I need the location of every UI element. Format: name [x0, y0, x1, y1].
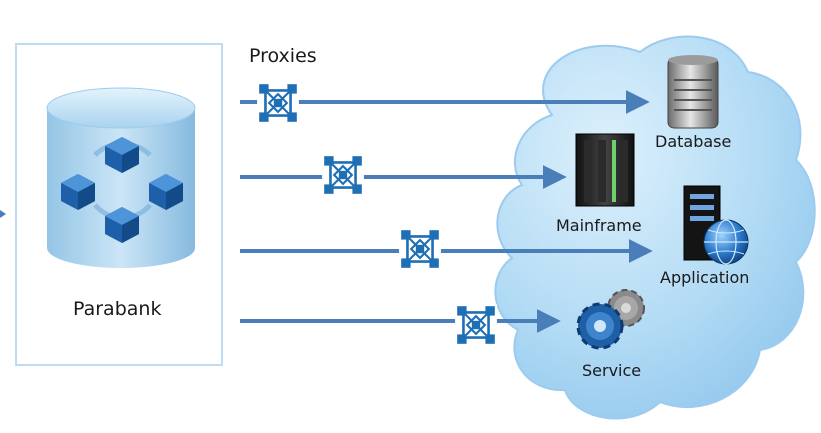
proxy-network-icon — [255, 80, 301, 126]
service-label: Service — [582, 361, 642, 380]
database-label: Database — [655, 132, 732, 151]
proxy-network-icon — [397, 226, 443, 272]
proxies-label: Proxies — [249, 45, 317, 67]
proxy-network-icon — [320, 152, 366, 198]
incoming-arrow-tip — [0, 210, 6, 218]
database-cubes-icon — [46, 87, 196, 268]
parabank-label: Parabank — [73, 298, 162, 320]
gears-icon — [576, 289, 645, 350]
database-server-icon — [667, 55, 719, 129]
proxy-network-icon — [453, 302, 499, 348]
cloud-background — [494, 35, 816, 420]
application-server-globe-icon — [683, 185, 749, 265]
mainframe-label: Mainframe — [556, 216, 642, 235]
arrows — [240, 90, 653, 333]
application-label: Application — [660, 268, 750, 287]
mainframe-icon — [575, 133, 635, 207]
